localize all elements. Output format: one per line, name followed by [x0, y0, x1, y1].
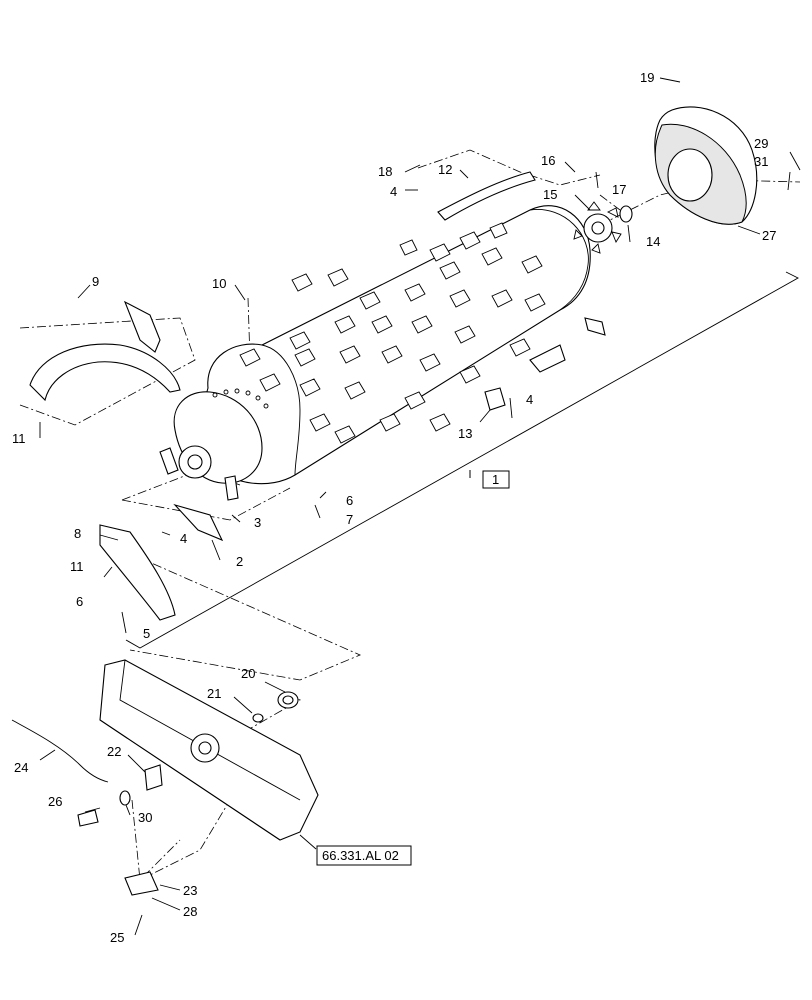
callout-8: 8 [74, 526, 81, 541]
callout-29: 29 [754, 136, 768, 151]
callout-4c: 4 [390, 184, 397, 199]
callout-17: 17 [612, 182, 626, 197]
callout-9: 9 [92, 274, 99, 289]
callout-6b: 6 [76, 594, 83, 609]
callout-4a: 4 [180, 531, 187, 546]
callout-26: 26 [48, 794, 62, 809]
callout-30: 30 [138, 810, 152, 825]
left-shield [29, 300, 224, 621]
callout-5: 5 [143, 626, 150, 641]
callout-3: 3 [254, 515, 261, 530]
callout-6a: 6 [346, 493, 353, 508]
callout-7: 7 [346, 512, 353, 527]
callout-27: 27 [762, 228, 776, 243]
construction-lines [19, 149, 801, 881]
callout-19: 19 [640, 70, 654, 85]
callout-1: 1 [492, 472, 499, 487]
callout-11a: 11 [12, 431, 26, 446]
callout-4b: 4 [526, 392, 533, 407]
callout-16: 16 [541, 153, 555, 168]
callout-31: 31 [754, 154, 768, 169]
callout-23: 23 [183, 883, 197, 898]
callout-20: 20 [241, 666, 255, 681]
callout-11b: 11 [70, 559, 84, 574]
callout-24: 24 [14, 760, 28, 775]
callout-21: 21 [207, 686, 221, 701]
callout-10: 10 [212, 276, 226, 291]
callout-18: 18 [378, 164, 392, 179]
callout-2: 2 [236, 554, 243, 569]
callout-15: 15 [543, 187, 557, 202]
callout-13: 13 [458, 426, 472, 441]
callout-14: 14 [646, 234, 660, 249]
lower-tray [99, 659, 319, 841]
callout-12: 12 [438, 162, 452, 177]
small-hardware [11, 691, 299, 896]
callout-25: 25 [110, 930, 124, 945]
reference-box-label: 66.331.AL 02 [322, 848, 399, 863]
callout-labels: 1 2 3 4 4 4 5 6 6 7 8 9 10 11 11 12 13 1… [12, 70, 776, 945]
rotor-drum [159, 205, 591, 501]
rotor-teeth [239, 222, 546, 444]
callout-22: 22 [107, 744, 121, 759]
deflector-parts [437, 171, 606, 411]
end-cover-dish [654, 106, 758, 225]
washer [619, 205, 633, 223]
star-sprocket [573, 201, 622, 254]
leader-lines [39, 77, 801, 936]
rim-holes [212, 388, 269, 409]
callout-28: 28 [183, 904, 197, 919]
